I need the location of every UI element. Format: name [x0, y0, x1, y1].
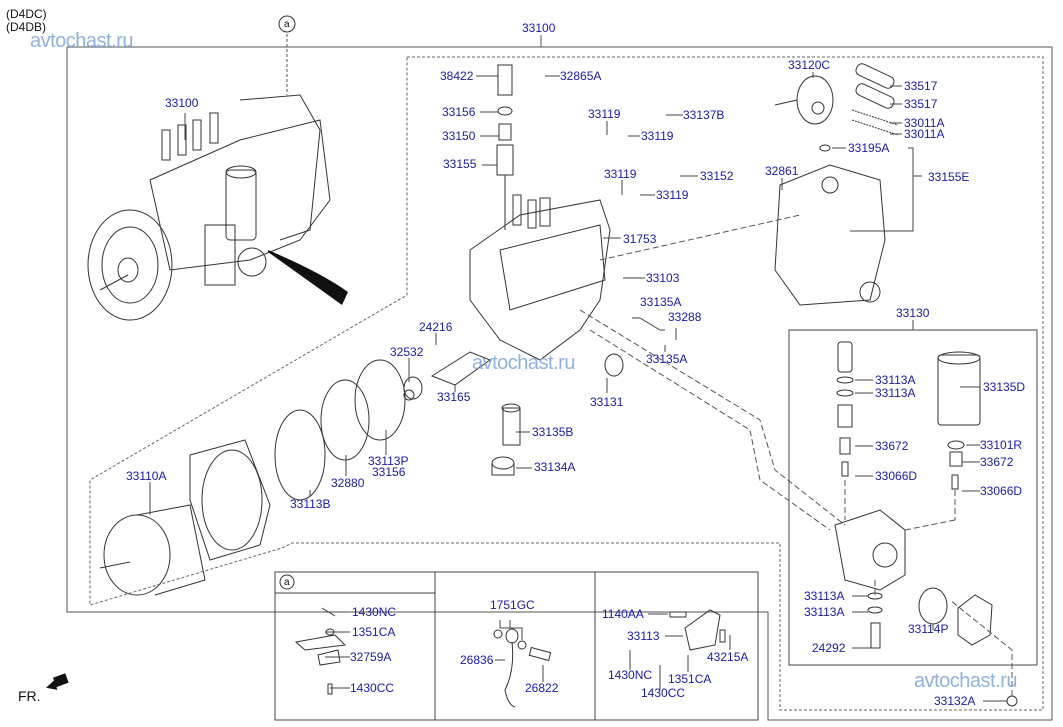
fr-arrow-icon: [46, 673, 69, 690]
part-label-33103[interactable]: 33103: [646, 271, 680, 285]
part-label-33113p[interactable]: 33113P: [368, 454, 409, 468]
detail-marker: a: [284, 577, 290, 588]
part-label-33113a[interactable]: 33113A: [804, 605, 845, 619]
detail-a-circle: [279, 574, 295, 590]
detail-illustrations: [278, 15, 726, 708]
part-label-33155e[interactable]: 33155E: [928, 170, 970, 184]
part-label-33100-overview[interactable]: 33100: [165, 96, 199, 110]
pump-region-dashed: [89, 56, 1044, 711]
watermark: avtochast.ru: [472, 352, 575, 374]
part-label-33517[interactable]: 33517: [904, 79, 938, 93]
part-label-1430cc[interactable]: 1430CC: [350, 681, 395, 695]
part-label-33119[interactable]: 33119: [656, 188, 689, 202]
detail-a-box: [274, 571, 436, 721]
part-label-33150[interactable]: 33150: [442, 129, 476, 143]
part-label-1351ca[interactable]: 1351CA: [668, 672, 712, 686]
part-label-33066d[interactable]: 33066D: [980, 484, 1023, 498]
assembly-number-label[interactable]: 33100: [522, 21, 556, 35]
part-label-26836[interactable]: 26836: [460, 653, 494, 667]
part-label-26822[interactable]: 26822: [525, 681, 559, 695]
part-label-38422[interactable]: 38422: [440, 69, 474, 83]
part-label-33165[interactable]: 33165: [437, 390, 471, 404]
part-label-33156[interactable]: 33156: [442, 105, 476, 119]
part-label-33113a[interactable]: 33113A: [875, 373, 916, 387]
part-label-33113a[interactable]: 33113A: [804, 589, 845, 603]
part-label-33155[interactable]: 33155: [443, 157, 477, 171]
variant-label-d4db: (D4DB): [6, 20, 47, 34]
part-label-33113a[interactable]: 33113A: [875, 386, 916, 400]
part-label-33113b[interactable]: 33113B: [290, 497, 331, 511]
part-label-33156[interactable]: 33156: [372, 465, 406, 479]
part-label-33135a[interactable]: 33135A: [646, 352, 688, 366]
part-label-32865a[interactable]: 32865A: [560, 69, 602, 83]
part-label-24216[interactable]: 24216: [419, 320, 453, 334]
part-label-33119[interactable]: 33119: [641, 129, 674, 143]
part-label-33134a[interactable]: 33134A: [534, 460, 576, 474]
part-label-33132a[interactable]: 33132A: [934, 694, 976, 708]
part-label-33288[interactable]: 33288: [668, 310, 702, 324]
part-label-33195a[interactable]: 33195A: [848, 141, 890, 155]
part-label-1430nc[interactable]: 1430NC: [608, 668, 653, 682]
feed-pump-illustration: [834, 341, 1018, 707]
part-label-32880[interactable]: 32880: [331, 476, 365, 490]
part-label-24292[interactable]: 24292: [812, 641, 846, 655]
watermark: avtochast.ru: [30, 30, 133, 52]
part-label-1351ca[interactable]: 1351CA: [352, 625, 396, 639]
part-label-33066d[interactable]: 33066D: [875, 469, 918, 483]
part-label-33119[interactable]: 33119: [588, 107, 621, 121]
part-label-31753[interactable]: 31753: [623, 232, 657, 246]
detail-marker-overview[interactable]: a: [284, 19, 290, 30]
part-label-33011a[interactable]: 33011A: [904, 127, 945, 141]
arrow-pointer: [268, 250, 348, 305]
part-label-33113[interactable]: 33113: [627, 629, 660, 643]
part-label-1140aa[interactable]: 1140AA: [602, 607, 644, 621]
part-label-33114p[interactable]: 33114P: [908, 622, 949, 636]
detail-cable-box: [434, 571, 596, 721]
part-label-33131[interactable]: 33131: [590, 395, 624, 409]
part-label-1430cc[interactable]: 1430CC: [641, 686, 686, 700]
part-label-33101r[interactable]: 33101R: [980, 438, 1023, 452]
detail-bracket-box: [594, 571, 759, 721]
overview-pump-illustration: [87, 94, 331, 321]
overview-a-circle: [278, 15, 296, 33]
part-label-33135b[interactable]: 33135B: [532, 425, 574, 439]
part-label-32861[interactable]: 32861: [765, 164, 799, 178]
part-label-33110a[interactable]: 33110A: [126, 469, 167, 483]
part-label-33672[interactable]: 33672: [875, 439, 909, 453]
part-label-1430nc[interactable]: 1430NC: [352, 605, 397, 619]
part-label-33011a[interactable]: 33011A: [904, 116, 945, 130]
variant-label-d4dc: (D4DC): [6, 7, 47, 21]
part-label-33517[interactable]: 33517: [904, 97, 938, 111]
part-label-33672[interactable]: 33672: [980, 455, 1014, 469]
part-label-33135a[interactable]: 33135A: [640, 295, 682, 309]
part-label-1751gc[interactable]: 1751GC: [490, 598, 535, 612]
watermark: avtochast.ru: [914, 670, 1017, 692]
part-label-32759a[interactable]: 32759A: [350, 650, 392, 664]
part-label-33137b[interactable]: 33137B: [683, 108, 725, 122]
part-label-33135d[interactable]: 33135D: [983, 380, 1026, 394]
part-label-43215a[interactable]: 43215A: [707, 650, 749, 664]
part-label-33152[interactable]: 33152: [700, 169, 734, 183]
part-label-33120c[interactable]: 33120C: [788, 58, 831, 72]
governor-illustration: [774, 63, 899, 306]
assembly-frame: [66, 46, 1053, 721]
injection-pump-illustration: [99, 64, 624, 596]
front-direction-label: FR.: [18, 688, 41, 704]
part-label-33119[interactable]: 33119: [604, 167, 637, 181]
part-label-33130[interactable]: 33130: [896, 306, 930, 320]
part-label-32532[interactable]: 32532: [390, 345, 424, 359]
